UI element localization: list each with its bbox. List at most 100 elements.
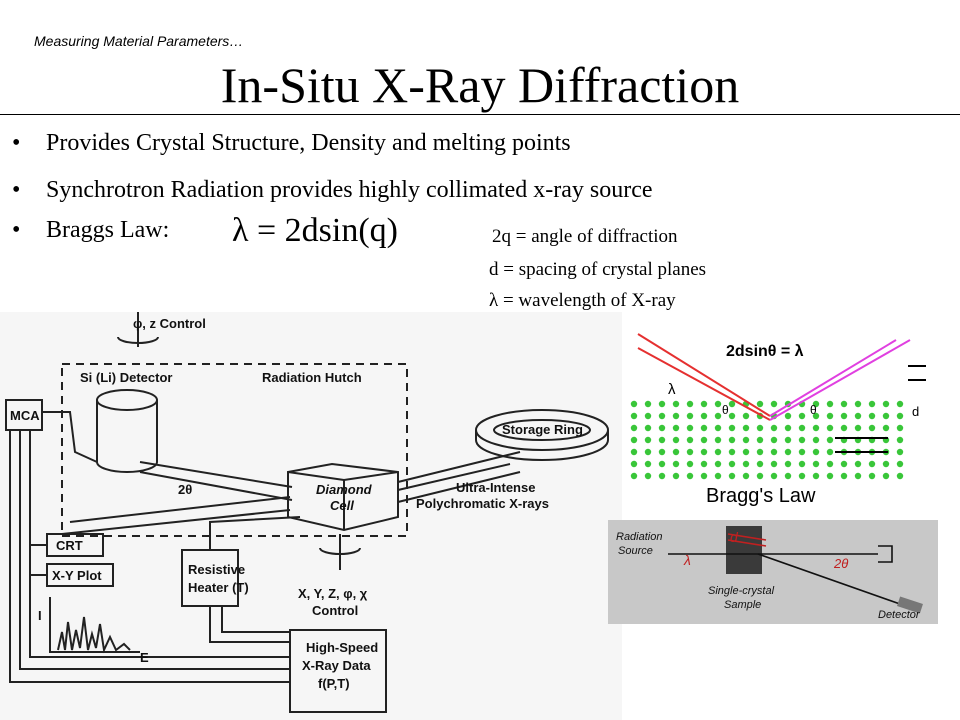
bullet-synchrotron: •Synchrotron Radiation provides highly c… — [12, 177, 653, 204]
lattice-atom — [854, 424, 862, 432]
lattice-atom — [812, 472, 820, 480]
lattice-atom — [882, 412, 890, 420]
lattice-atom — [868, 472, 876, 480]
detector-label: Si (Li) Detector — [80, 370, 172, 385]
lattice-atom — [742, 472, 750, 480]
lattice-atom — [728, 472, 736, 480]
crystal-lambda-label: λ — [683, 552, 691, 568]
slide-title: In-Situ X-Ray Diffraction — [220, 57, 740, 113]
lattice-atom — [882, 472, 890, 480]
lattice-atom — [686, 400, 694, 408]
crystal-lattice — [630, 400, 904, 480]
lattice-atom — [896, 460, 904, 468]
definition-spacing: d = spacing of crystal planes — [489, 259, 707, 280]
lattice-atom — [868, 400, 876, 408]
section-subtitle: Measuring Material Parameters… — [34, 33, 244, 49]
lattice-atom — [686, 460, 694, 468]
bullet-marker: • — [12, 130, 21, 156]
lattice-atom — [826, 448, 834, 456]
lattice-atom — [812, 448, 820, 456]
lattice-atom — [644, 472, 652, 480]
lattice-atom — [672, 436, 680, 444]
lattice-atom — [840, 424, 848, 432]
heater-label-1: Resistive — [188, 562, 245, 577]
lattice-atom — [896, 436, 904, 444]
lattice-atom — [896, 412, 904, 420]
definition-wavelength: λ = wavelength of X-ray — [489, 290, 676, 311]
cell-label-2: Cell — [330, 498, 354, 513]
lattice-atom — [658, 424, 666, 432]
lattice-atom — [714, 400, 722, 408]
lattice-atom — [658, 460, 666, 468]
lattice-atom — [630, 400, 638, 408]
lattice-atom — [770, 400, 778, 408]
lattice-atom — [756, 436, 764, 444]
xy-plot-label: X-Y Plot — [52, 568, 102, 583]
lattice-atom — [658, 472, 666, 480]
lattice-atom — [714, 436, 722, 444]
lattice-atom — [644, 424, 652, 432]
apparatus-diagram: MCA φ, z Control Si (Li) Detector Radiat… — [0, 312, 622, 720]
plot-axis-i-label: I — [38, 608, 42, 623]
lattice-atom — [784, 448, 792, 456]
crt-label: CRT — [56, 538, 83, 553]
lattice-atom — [812, 460, 820, 468]
bullet-crystal-structure: • Provides Crystal Structure, Density and… — [12, 130, 571, 157]
lattice-atom — [700, 412, 708, 420]
lattice-atom — [742, 448, 750, 456]
lattice-atom — [798, 460, 806, 468]
radiation-source-label-1: Radiation — [616, 531, 662, 543]
lattice-atom — [784, 436, 792, 444]
lattice-atom — [686, 472, 694, 480]
lattice-atom — [868, 460, 876, 468]
lattice-atom — [770, 424, 778, 432]
bullet-text: Provides Crystal Structure, Density and … — [46, 130, 571, 156]
lattice-atom — [812, 436, 820, 444]
lattice-atom — [840, 412, 848, 420]
lattice-atom — [840, 472, 848, 480]
lattice-atom — [700, 460, 708, 468]
angle-label: 2θ — [178, 482, 192, 497]
lattice-atom — [896, 448, 904, 456]
radiation-source-label-2: Source — [618, 545, 653, 557]
bragg-theta-left: θ — [722, 403, 729, 417]
lattice-atom — [826, 460, 834, 468]
lattice-atom — [700, 400, 708, 408]
lattice-atom — [742, 460, 750, 468]
lattice-atom — [868, 424, 876, 432]
lattice-atom — [784, 424, 792, 432]
lattice-atom — [798, 424, 806, 432]
lattice-atom — [630, 448, 638, 456]
bullet-marker: • — [12, 217, 21, 243]
bragg-law-figure: 2dsinθ = λ λ θ θ d Bragg's Law — [626, 330, 946, 510]
lattice-atom — [896, 400, 904, 408]
lattice-atom — [630, 424, 638, 432]
mca-box — [5, 399, 43, 431]
bragg-theta-right: θ — [810, 403, 817, 417]
lattice-atom — [742, 412, 750, 420]
beam-label-2: Polychromatic X-rays — [416, 496, 549, 511]
lattice-atom — [658, 448, 666, 456]
lattice-atom — [854, 400, 862, 408]
lattice-atom — [672, 460, 680, 468]
beam-line — [668, 545, 893, 563]
lattice-atom — [896, 424, 904, 432]
bragg-equation: λ = 2dsin(q) — [232, 212, 398, 249]
crystal-angle-label: 2θ — [833, 556, 848, 571]
lattice-atom — [686, 412, 694, 420]
lattice-atom — [686, 436, 694, 444]
lattice-atom — [742, 436, 750, 444]
bragg-equation-label: 2dsinθ = λ — [726, 343, 804, 360]
phi-z-control-label: φ, z Control — [133, 316, 206, 331]
lattice-atom — [672, 400, 680, 408]
lattice-atom — [728, 436, 736, 444]
plot-axes — [49, 597, 140, 653]
lattice-atom — [644, 436, 652, 444]
lattice-atom — [630, 436, 638, 444]
title-divider — [0, 114, 960, 115]
lattice-atom — [714, 448, 722, 456]
beam-label-1: Ultra-Intense — [456, 480, 535, 495]
bragg-d-label: d — [912, 404, 919, 419]
lattice-atom — [812, 424, 820, 432]
crystal-detector-label: Detector — [878, 609, 921, 621]
